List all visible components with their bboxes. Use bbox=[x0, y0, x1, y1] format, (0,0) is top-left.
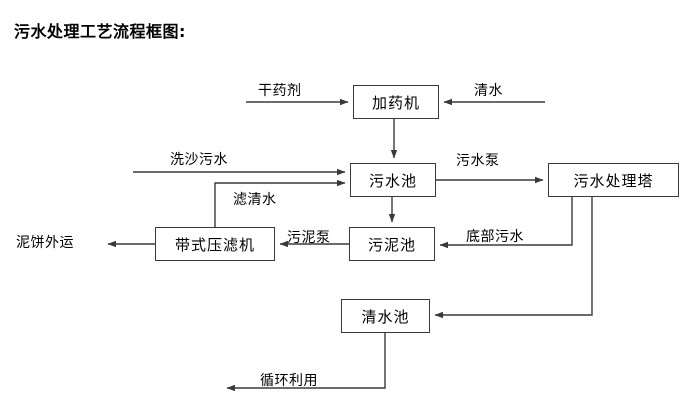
node-label: 污水处理塔 bbox=[573, 171, 654, 190]
node-label: 清水池 bbox=[361, 307, 410, 326]
label-sludge-pump: 污泥泵 bbox=[287, 230, 331, 246]
label-sewage-pump: 污水泵 bbox=[456, 153, 500, 169]
label-recycle-reuse: 循环利用 bbox=[260, 373, 318, 389]
label-bottom-sewage: 底部污水 bbox=[466, 229, 524, 245]
edge-tower-to-clearpool bbox=[434, 197, 593, 319]
node-clear-water-pool[interactable]: 清水池 bbox=[341, 299, 430, 333]
node-belt-filter-press[interactable]: 带式压滤机 bbox=[155, 227, 275, 261]
edge-filtrate-to-sewage bbox=[214, 179, 346, 227]
node-sewage-treatment-tower[interactable]: 污水处理塔 bbox=[548, 163, 679, 197]
label-clean-water-inlet: 清水 bbox=[474, 83, 503, 99]
label-mud-cake-outbound: 泥饼外运 bbox=[16, 235, 74, 251]
page-title: 污水处理工艺流程框图: bbox=[14, 22, 186, 41]
node-label: 加药机 bbox=[371, 93, 420, 112]
label-dry-agent: 干药剂 bbox=[258, 83, 302, 99]
node-label: 带式压滤机 bbox=[174, 235, 255, 254]
node-sewage-pool[interactable]: 污水池 bbox=[350, 163, 436, 197]
node-label: 污泥池 bbox=[367, 235, 416, 254]
label-filtrate-water: 滤清水 bbox=[233, 192, 277, 208]
node-sludge-pool[interactable]: 污泥池 bbox=[349, 227, 435, 261]
node-dosing-machine[interactable]: 加药机 bbox=[353, 85, 439, 119]
edge-clearpool-to-recycle bbox=[226, 333, 386, 392]
edge-bottom-sewage-to-sludge bbox=[439, 197, 573, 249]
node-label: 污水池 bbox=[368, 171, 417, 190]
label-sand-washing-sewage: 洗沙污水 bbox=[170, 152, 228, 168]
